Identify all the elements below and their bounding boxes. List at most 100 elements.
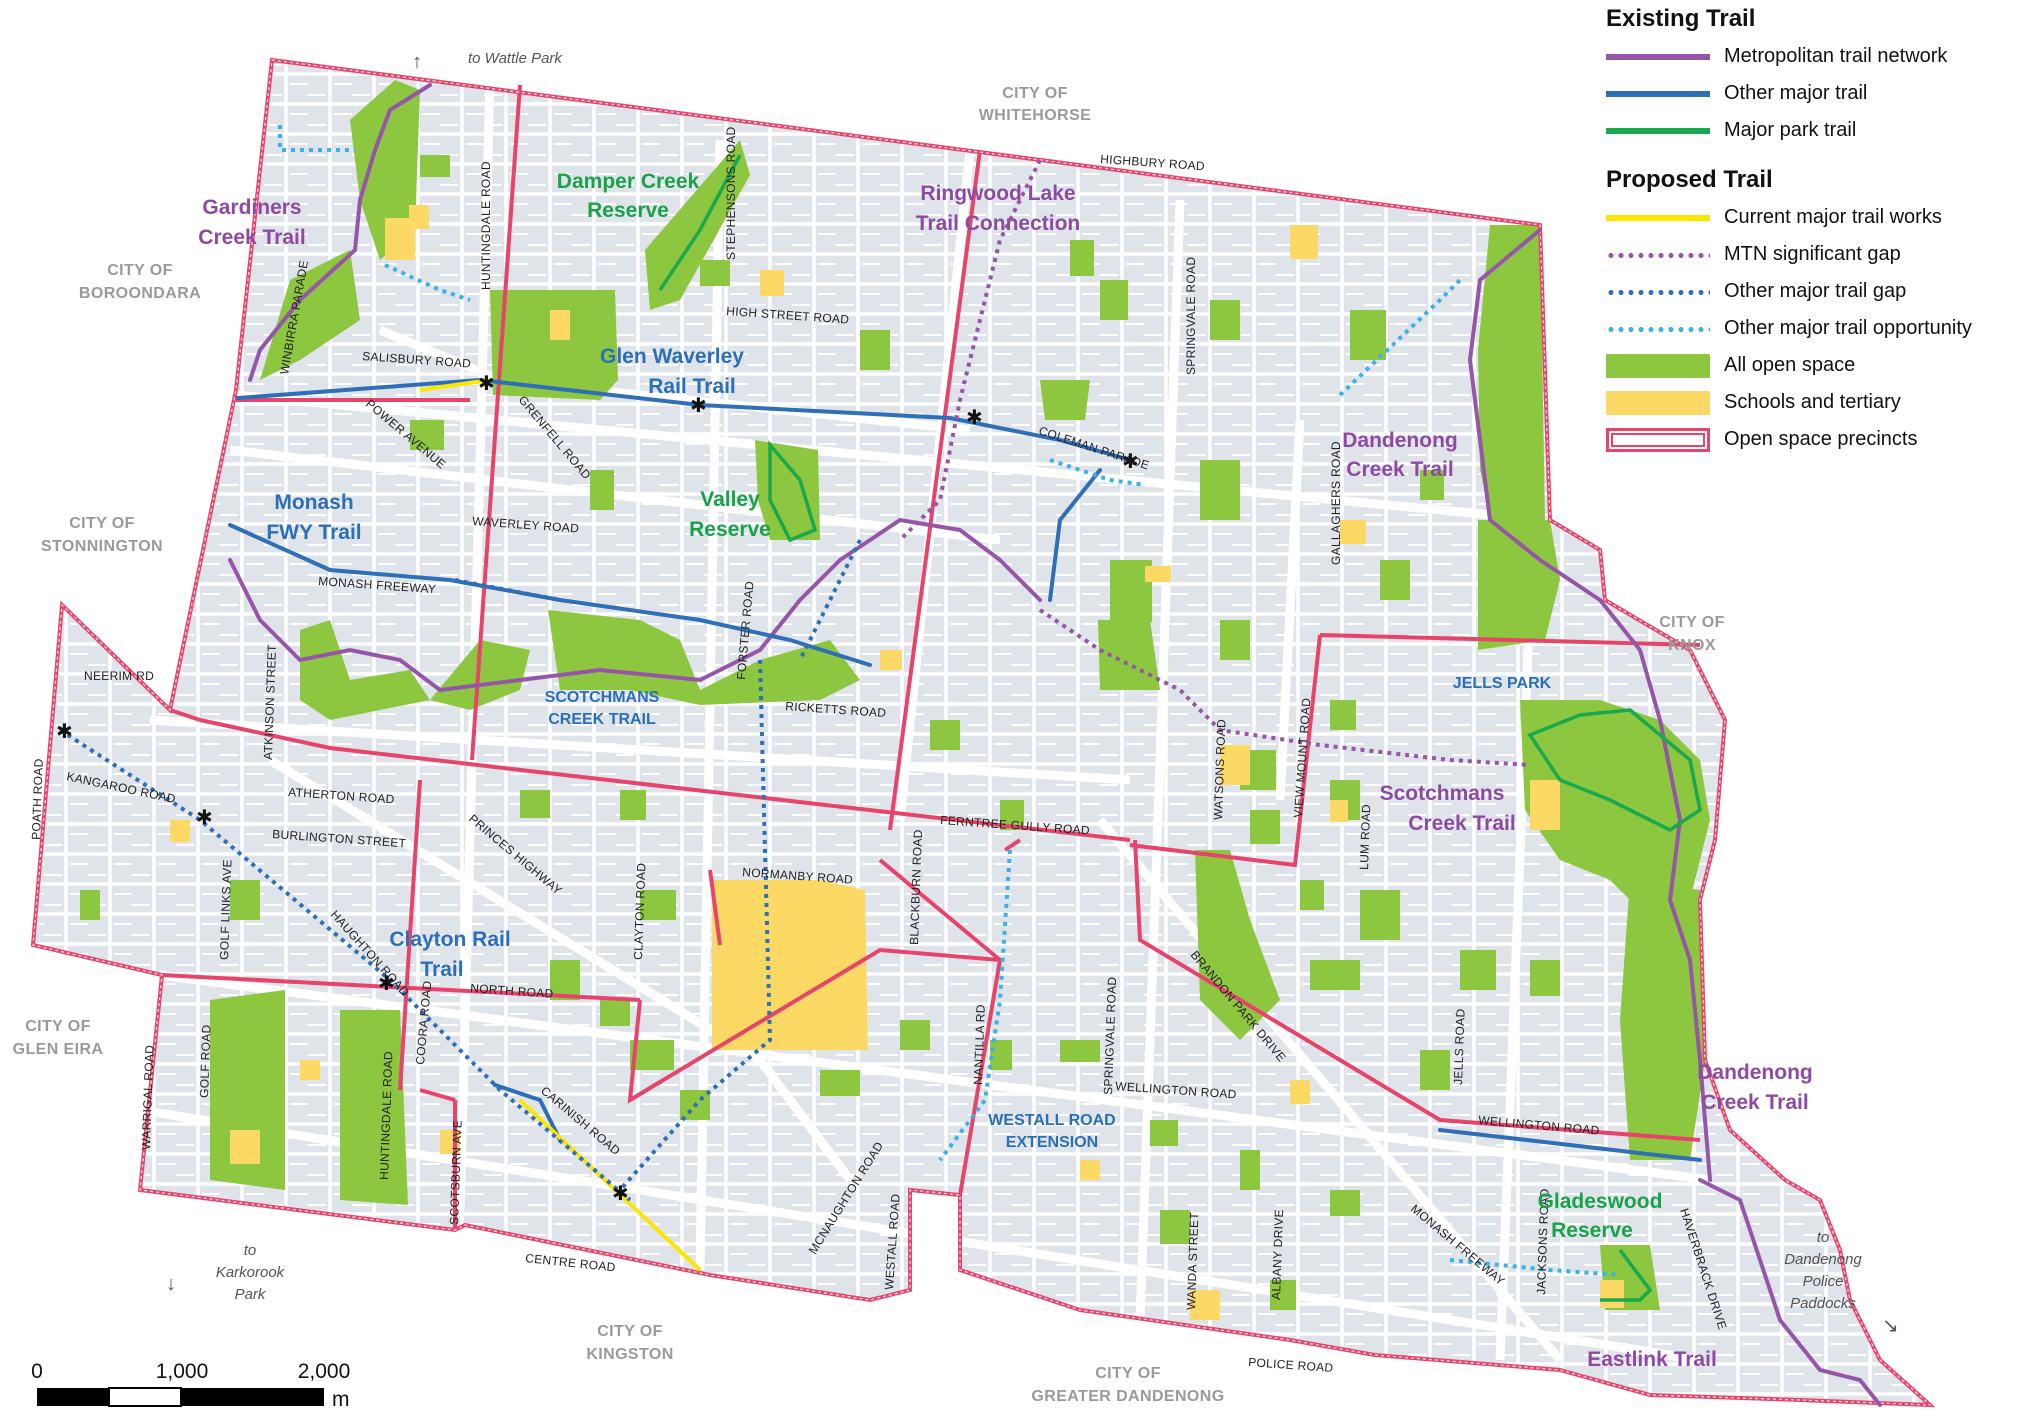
scale-tick-label: 1,000 <box>156 1360 209 1383</box>
svg-text:✱: ✱ <box>378 973 395 995</box>
legend-item: Other major trail <box>1606 75 2026 112</box>
legend-label: Schools and tertiary <box>1724 391 1901 413</box>
legend-existing-title: Existing Trail <box>1606 5 1756 32</box>
legend-swatch <box>1606 82 1710 106</box>
road-label: HUNTINGDALE ROAD <box>377 1051 395 1180</box>
scale-tick-label: 0 <box>31 1360 43 1383</box>
road-label: SCOTSBURN AVE <box>447 1120 465 1225</box>
legend-swatch <box>1606 390 1710 415</box>
legend-label: Other major trail gap <box>1724 280 1907 302</box>
current-major-trail-works <box>419 378 702 1272</box>
svg-text:✱: ✱ <box>196 807 213 829</box>
road-label: NANTILLA RD <box>971 1004 988 1085</box>
legend-label: Metropolitan trail network <box>1724 45 1948 67</box>
svg-text:✱: ✱ <box>966 407 983 429</box>
svg-text:✱: ✱ <box>690 395 707 417</box>
svg-text:✱: ✱ <box>1122 451 1139 473</box>
road-label: CLAYTON ROAD <box>631 862 648 960</box>
legend-proposed-title: Proposed Trail <box>1606 166 1773 193</box>
legend-swatch <box>1606 206 1710 230</box>
road-label: LUM ROAD <box>1357 804 1373 870</box>
scale-bar: 0 1,000 2,000 m <box>31 1360 350 1410</box>
legend-label: Major park trail <box>1724 119 1857 141</box>
road-label: ALBANY DRIVE <box>1269 1209 1286 1300</box>
svg-text:✱: ✱ <box>56 721 73 743</box>
metropolitan-trail-network <box>228 83 1882 1407</box>
legend-swatch <box>1606 353 1710 378</box>
road-label: POATH ROAD <box>29 758 46 840</box>
road-label: WESTALL ROAD <box>882 1193 903 1290</box>
schools-tertiary <box>170 205 1624 1320</box>
legend-swatch <box>1606 427 1710 452</box>
trail-label-jells-park: JELLS PARK <box>1453 675 1552 692</box>
legend-swatch <box>1606 243 1710 267</box>
legend-label: Current major trail works <box>1724 206 1942 228</box>
road-label: JELLS ROAD <box>1451 1008 1468 1085</box>
road-label: SPRINGVALE ROAD <box>1184 257 1198 375</box>
legend-label: Open space precincts <box>1724 428 1918 450</box>
legend-item: Other major trail gap <box>1606 273 2026 310</box>
map-legend: Existing Trail Metropolitan trail networ… <box>1606 0 2026 458</box>
road-label: SPRINGVALE ROAD <box>1101 976 1119 1095</box>
legend-item: Metropolitan trail network <box>1606 38 2026 75</box>
arrow-down-icon: ↓ <box>166 1273 176 1295</box>
scale-unit: m <box>332 1388 350 1410</box>
other-major-trail <box>228 377 1702 1162</box>
legend-swatch <box>1606 280 1710 304</box>
road-label: WATSONS ROAD <box>1211 719 1229 820</box>
scale-tick-label: 2,000 <box>298 1360 351 1383</box>
legend-label: Other major trail opportunity <box>1724 317 1972 339</box>
legend-swatch <box>1606 119 1710 143</box>
road-label: WARRIGAL ROAD <box>139 1045 157 1150</box>
trail-label-eastlink: Eastlink Trail <box>1587 1348 1717 1371</box>
note-wattle-park: to Wattle Park <box>468 50 563 67</box>
svg-text:✱: ✱ <box>478 373 495 395</box>
road-label: GOLF LINKS AVE <box>217 859 235 960</box>
legend-swatch <box>1606 45 1710 69</box>
legend-item: Open space precincts <box>1606 421 2026 458</box>
road-label: NORTH ROAD <box>470 981 554 1001</box>
road-label: HUNTINGDALE ROAD <box>479 161 493 290</box>
legend-item: MTN significant gap <box>1606 236 2026 273</box>
other-major-trail-gap <box>58 539 862 1202</box>
legend-label: Other major trail <box>1724 82 1868 104</box>
road-label: JACKSONS ROAD <box>1534 1188 1552 1295</box>
road-label: ATKINSON STREET <box>261 644 279 760</box>
road-label: NEERIM RD <box>84 669 154 683</box>
road-label: WANDA STREET <box>1184 1211 1201 1310</box>
svg-text:✱: ✱ <box>612 1183 629 1205</box>
legend-item: Major park trail <box>1606 112 2026 149</box>
road-label: STEPHENSONS ROAD <box>724 126 738 260</box>
major-park-trail <box>658 154 1702 1302</box>
legend-item: Schools and tertiary <box>1606 384 2026 421</box>
road-label: BLACKBURN ROAD <box>907 829 925 945</box>
legend-swatch <box>1606 317 1710 341</box>
legend-item: Other major trail opportunity <box>1606 310 2026 347</box>
legend-label: All open space <box>1724 354 1856 376</box>
road-label: GALLAGHERS ROAD <box>1329 441 1343 565</box>
open-space <box>80 80 1710 1310</box>
